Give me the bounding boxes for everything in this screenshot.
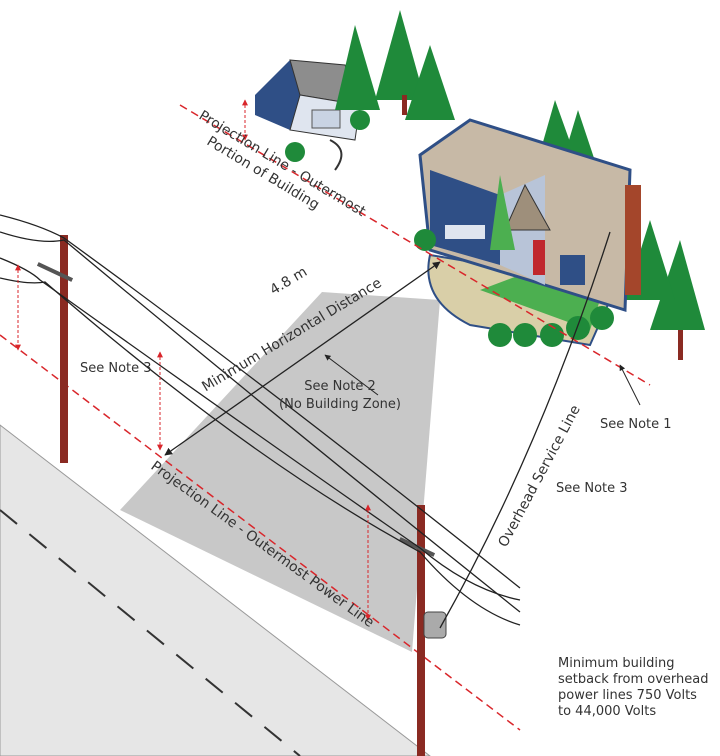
distance-arrow <box>164 261 441 456</box>
note3-right-label: See Note 3 <box>556 481 628 496</box>
road-centerline <box>0 509 301 756</box>
note2-sublabel: (No Building Zone) <box>279 397 401 412</box>
note2-pointer <box>324 354 379 396</box>
power-projection-line <box>0 334 521 731</box>
right-pole <box>398 505 447 756</box>
building-projection-line <box>179 104 651 386</box>
lawn-grass <box>480 275 600 330</box>
caption-line: setback from overhead <box>558 672 709 687</box>
clearance-arrows <box>15 264 371 621</box>
distance-value: 4.8 m <box>267 264 310 299</box>
road <box>0 424 431 756</box>
caption-line: power lines 750 Volts <box>558 688 697 703</box>
note1-pointer <box>619 364 641 406</box>
caption-line: to 44,000 Volts <box>558 704 656 719</box>
note3-left-label: See Note 3 <box>80 361 152 376</box>
house <box>414 118 641 347</box>
caption: Minimum building setback from overhead p… <box>558 656 709 719</box>
note1-label: See Note 1 <box>600 417 672 432</box>
left-pole <box>36 235 74 463</box>
note2-label: See Note 2 <box>304 379 376 394</box>
caption-line: Minimum building <box>558 656 674 671</box>
